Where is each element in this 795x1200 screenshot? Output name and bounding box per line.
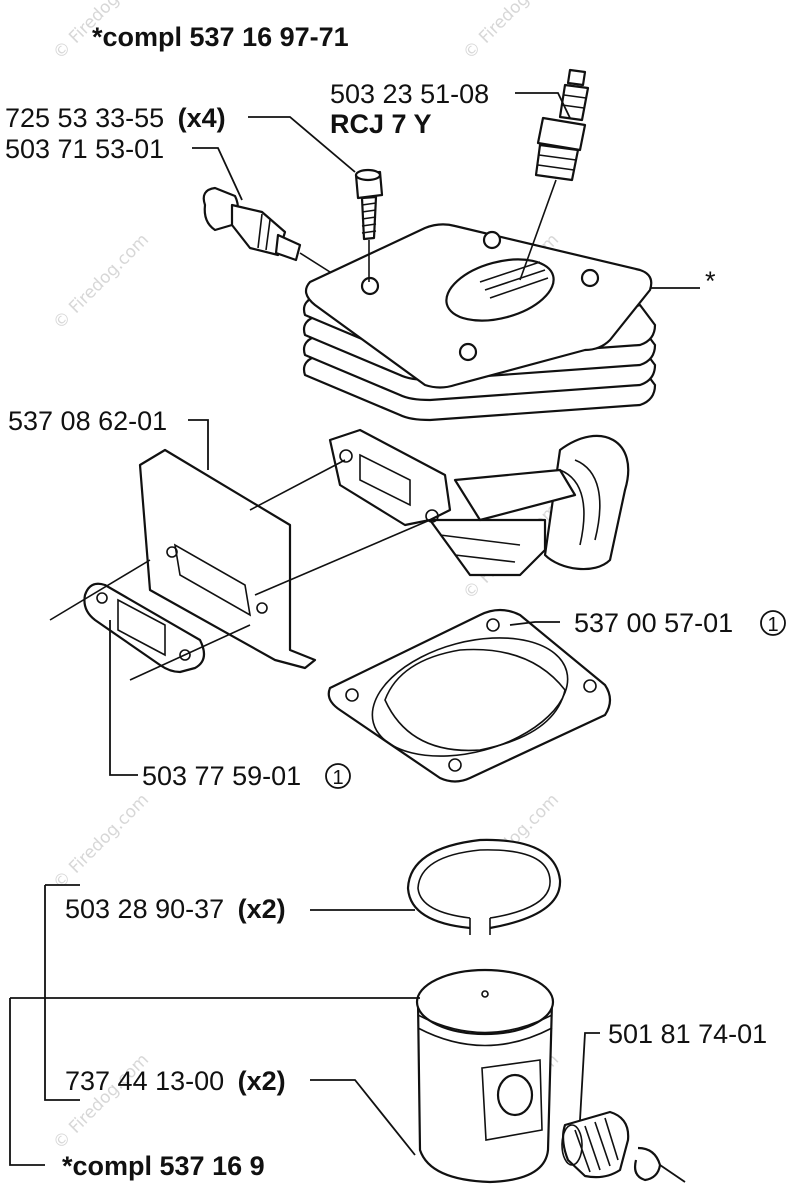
piston bbox=[415, 968, 555, 1184]
cylinder-screw bbox=[354, 168, 384, 282]
label-circlip-qty: (x2) bbox=[238, 1066, 286, 1096]
label-spark-plug-type: RCJ 7 Y bbox=[330, 109, 432, 139]
decompression-valve bbox=[202, 186, 331, 273]
label-muffler-gasket: 503 77 59-01 bbox=[142, 761, 301, 791]
label-base-gasket: 537 00 57-01 bbox=[574, 608, 733, 638]
watermark: © Firedog.com bbox=[459, 0, 563, 64]
label-piston-compl: *compl 537 16 9 bbox=[62, 1151, 265, 1181]
label-base-gasket-note: 1 bbox=[767, 614, 778, 636]
explode-line bbox=[249, 459, 346, 511]
heat-shield bbox=[138, 448, 317, 670]
label-screw: 725 53 33-55 (x4) bbox=[5, 103, 226, 133]
piston-ring bbox=[406, 838, 562, 935]
label-piston-ring: 503 28 90-37 (x2) bbox=[65, 894, 286, 924]
label-circlip-num: 737 44 13-00 bbox=[65, 1066, 224, 1096]
label-piston-compl-text: *compl 537 16 9 bbox=[62, 1151, 265, 1181]
label-heat-shield: 537 08 62-01 bbox=[8, 406, 167, 436]
label-screw-qty: (x4) bbox=[178, 103, 226, 133]
base-gasket bbox=[327, 608, 612, 783]
needle-bearing bbox=[561, 1110, 630, 1179]
explode-line bbox=[129, 624, 251, 681]
label-cylinder-compl-text: *compl 537 16 97-71 bbox=[92, 22, 349, 52]
label-cylinder-compl: *compl 537 16 97-71 bbox=[92, 22, 349, 52]
label-piston-ring-qty: (x2) bbox=[238, 894, 286, 924]
watermark: © Firedog.com bbox=[49, 230, 153, 334]
label-spark-plug: 503 23 51-08 bbox=[330, 79, 489, 109]
label-circlip: 737 44 13-00 (x2) bbox=[65, 1066, 286, 1096]
label-needle-bearing: 501 81 74-01 bbox=[608, 1019, 767, 1049]
label-decomp-valve: 503 71 53-01 bbox=[5, 134, 164, 164]
label-muffler-gasket-note: 1 bbox=[332, 767, 343, 789]
label-screw-num: 725 53 33-55 bbox=[5, 103, 164, 133]
circlip bbox=[633, 1146, 662, 1182]
note-circle bbox=[325, 763, 351, 789]
explode-line bbox=[49, 559, 151, 621]
label-asterisk: * bbox=[705, 266, 716, 296]
label-base-gasket-group: 537 00 57-01 1 bbox=[574, 608, 786, 638]
watermark: © Firedog.com bbox=[49, 790, 153, 894]
cylinder bbox=[302, 223, 657, 577]
explode-line bbox=[254, 519, 431, 596]
note-circle bbox=[760, 610, 786, 636]
label-muffler-gasket-group: 503 77 59-01 1 bbox=[142, 761, 351, 791]
muffler-gasket bbox=[83, 582, 206, 674]
label-piston-ring-num: 503 28 90-37 bbox=[65, 894, 224, 924]
leader-lines bbox=[9, 92, 700, 1183]
